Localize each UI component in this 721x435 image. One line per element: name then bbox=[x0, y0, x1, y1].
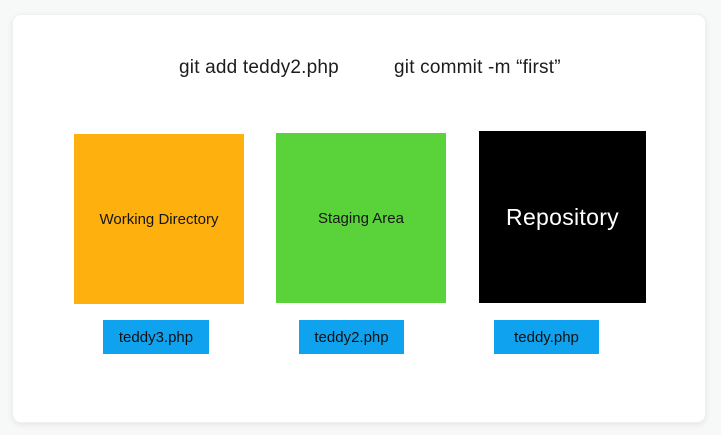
file-badge-teddy: teddy.php bbox=[494, 320, 599, 354]
stage-label-repository: Repository bbox=[506, 203, 619, 230]
stage-box-working-directory: Working Directory bbox=[74, 134, 244, 304]
file-badge-label: teddy.php bbox=[514, 328, 579, 346]
stage-box-staging-area: Staging Area bbox=[276, 133, 446, 303]
stage-label-working-directory: Working Directory bbox=[99, 210, 219, 228]
file-badge-teddy2: teddy2.php bbox=[299, 320, 404, 354]
file-badge-label: teddy3.php bbox=[118, 328, 194, 346]
stage-label-staging-area: Staging Area bbox=[318, 209, 404, 227]
git-add-command-text: git add teddy2.php bbox=[179, 57, 339, 78]
git-commit-command-text: git commit -m “first” bbox=[394, 57, 561, 78]
file-badge-label: teddy2.php bbox=[314, 328, 389, 346]
diagram-card: git add teddy2.php git commit -m “first”… bbox=[12, 14, 706, 423]
file-badge-teddy3: teddy3.php bbox=[103, 320, 209, 354]
stage-box-repository: Repository bbox=[479, 131, 646, 303]
